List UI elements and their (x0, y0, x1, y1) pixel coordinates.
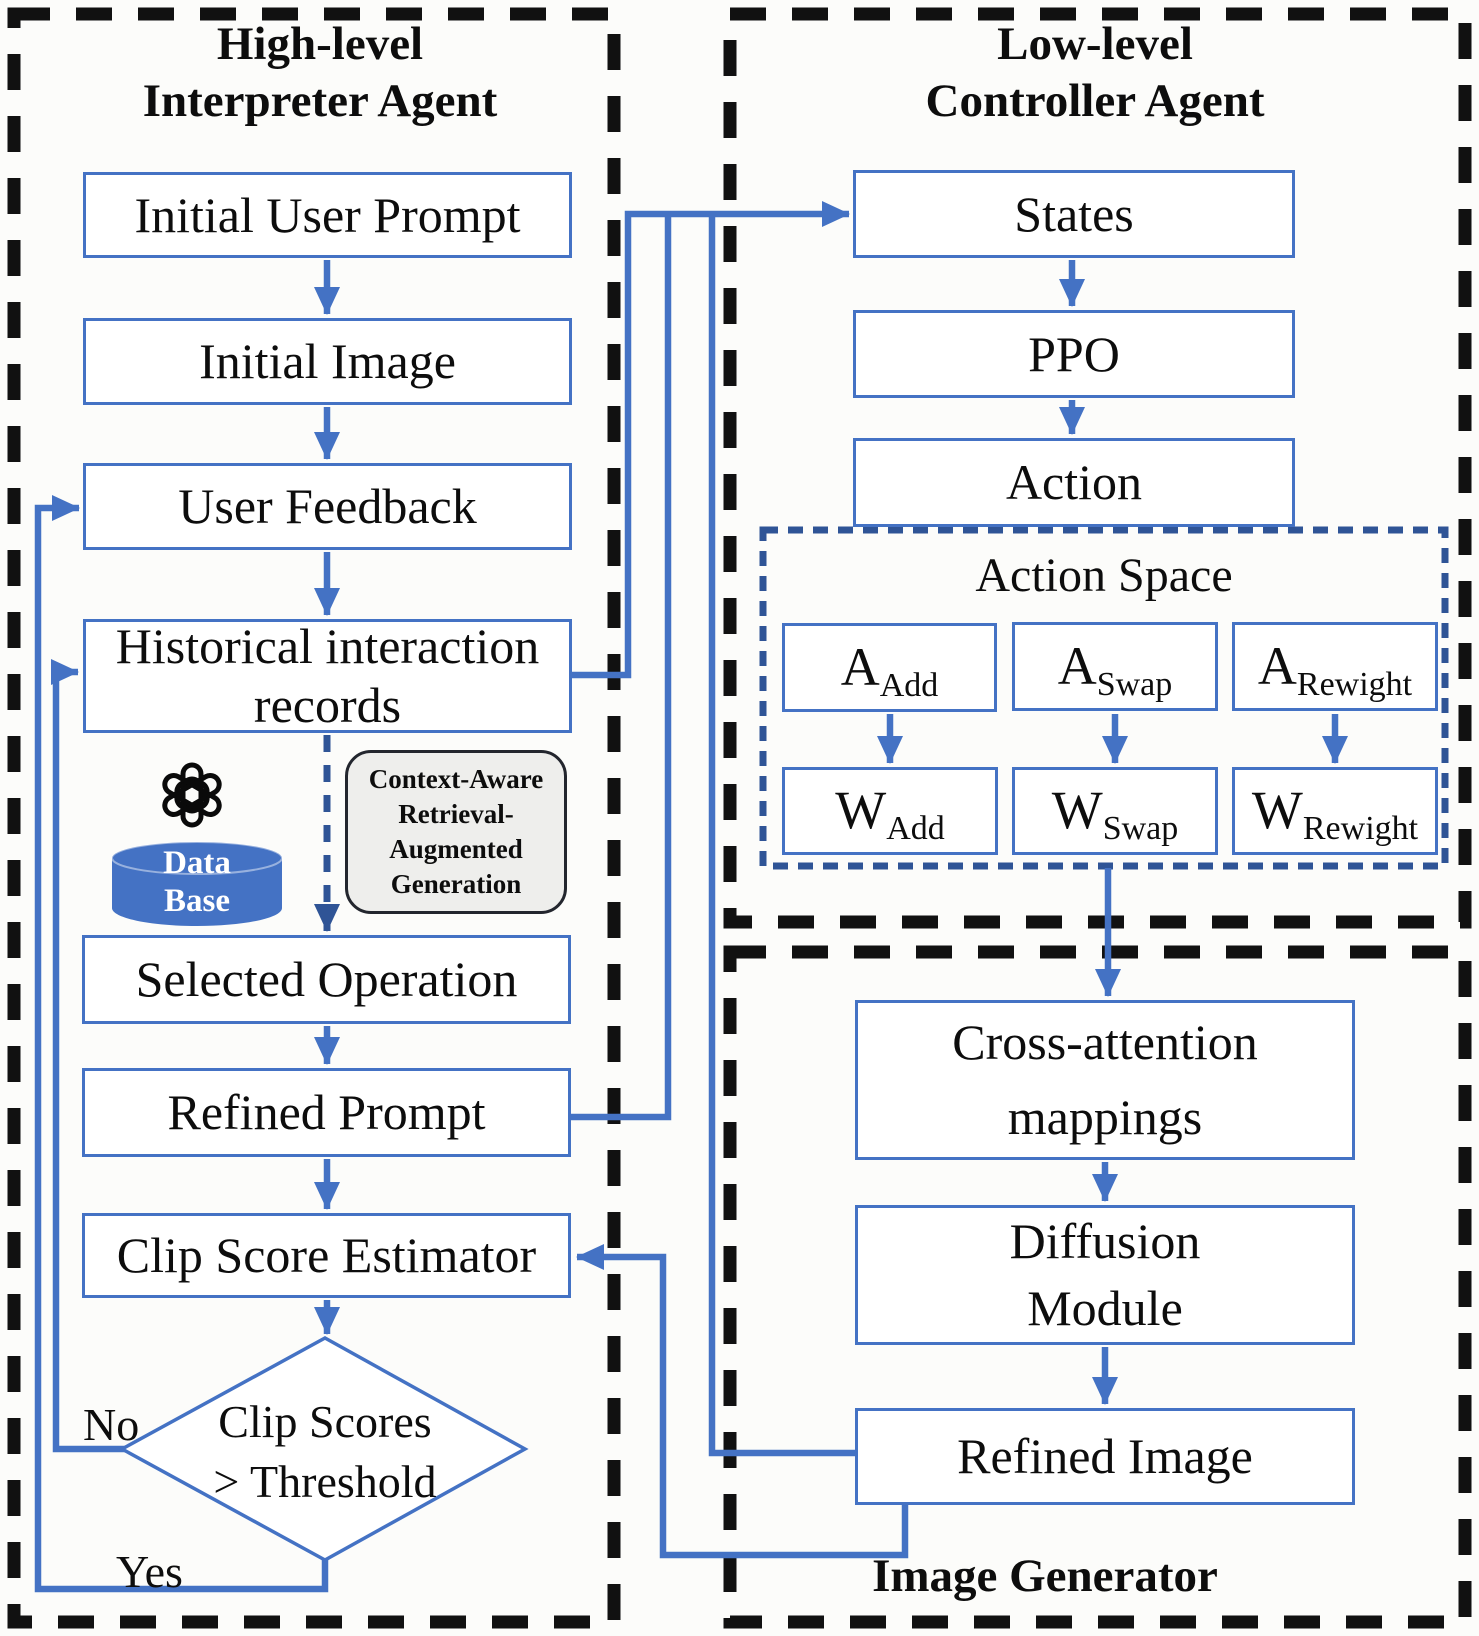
controller-title-line1: Low-level (997, 18, 1193, 70)
decision-label-line2: > Threshold (213, 1455, 437, 1507)
rag-note-line4: Generation (390, 869, 522, 900)
a-add-sub: Add (879, 666, 939, 704)
controller-panel-title: Low-level Controller Agent (745, 16, 1445, 131)
node-clip-score-estimator: Clip Score Estimator (82, 1213, 571, 1298)
node-clip-score-estimator-label: Clip Score Estimator (116, 1227, 537, 1283)
node-w-rewight: WRewight (1232, 767, 1438, 855)
node-selected-operation: Selected Operation (82, 935, 571, 1024)
w-rewight-sub: Rewight (1302, 810, 1419, 848)
node-cross-attention: Cross-attention mappings (855, 1000, 1355, 1160)
connector-historical-to-states (570, 201, 850, 679)
node-w-swap: WSwap (1012, 767, 1218, 855)
node-refined-prompt: Refined Prompt (82, 1068, 571, 1157)
generator-panel-title: Image Generator (872, 1550, 1218, 1602)
node-initial-user-prompt-label: Initial User Prompt (134, 186, 521, 243)
connector-no-loop (51, 659, 126, 1453)
a-add-main: A (840, 636, 880, 697)
node-states-label: States (1014, 185, 1134, 242)
database-label-line1: Data (163, 845, 231, 881)
node-cross-attention-line2: mappings (1007, 1089, 1203, 1145)
a-swap-sub: Swap (1096, 665, 1173, 703)
node-a-add-label: AAdd (840, 636, 939, 703)
node-action-label: Action (1005, 454, 1143, 510)
action-space-border (759, 526, 1449, 870)
w-swap-sub: Swap (1102, 810, 1179, 848)
openai-logo-icon (162, 762, 222, 828)
node-a-rewight: ARewight (1232, 622, 1438, 711)
node-action: Action (853, 438, 1295, 527)
node-w-rewight-label: WRewight (1251, 779, 1418, 846)
node-refined-image: Refined Image (855, 1408, 1355, 1505)
rag-note-line1: Context-Aware (368, 763, 544, 794)
node-user-feedback-label: User Feedback (178, 478, 477, 534)
connector-refinedimage-to-states (708, 217, 857, 1457)
w-rewight-main: W (1251, 780, 1303, 841)
decision-label: Clip Scores > Threshold (180, 1392, 470, 1512)
node-a-swap-label: ASwap (1057, 635, 1173, 702)
action-space-title: Action Space (975, 549, 1233, 602)
decision-diamond (118, 1336, 529, 1562)
a-rewight-sub: Rewight (1296, 665, 1413, 703)
interpreter-title-line1: High-level (216, 18, 424, 70)
generator-panel-border (723, 945, 1472, 1629)
node-selected-operation-label: Selected Operation (135, 951, 518, 1007)
database-icon (111, 841, 283, 926)
node-diffusion-line2: Module (1027, 1280, 1183, 1336)
node-w-add: WAdd (782, 767, 998, 855)
connector-refinedprompt-to-states (569, 217, 672, 1121)
rag-note: Context-Aware Retrieval- Augmented Gener… (345, 750, 567, 914)
connector-refinedimage-to-clip (576, 1244, 909, 1559)
node-user-feedback: User Feedback (83, 463, 572, 550)
w-add-main: W (835, 780, 887, 841)
node-diffusion-line1: Diffusion (1009, 1212, 1201, 1269)
w-swap-main: W (1051, 780, 1103, 841)
a-rewight-main: A (1257, 635, 1297, 696)
connector-yes-loop (34, 495, 329, 1593)
rag-note-line2: Retrieval- (398, 798, 514, 829)
rag-note-line3: Augmented (389, 834, 523, 864)
branch-label-no: No (83, 1399, 140, 1450)
branch-label-yes: Yes (116, 1546, 183, 1597)
node-initial-image-label: Initial Image (199, 333, 456, 389)
controller-title-line2: Controller Agent (925, 75, 1265, 128)
node-states: States (853, 170, 1295, 258)
node-initial-user-prompt: Initial User Prompt (83, 172, 572, 258)
controller-panel-border (723, 7, 1472, 929)
node-w-add-label: WAdd (835, 779, 945, 846)
node-initial-image: Initial Image (83, 318, 572, 405)
node-historical-line1: Historical interaction (115, 618, 540, 674)
interpreter-title-line2: Interpreter Agent (142, 75, 498, 128)
node-cross-attention-line1: Cross-attention (952, 1014, 1258, 1070)
a-swap-main: A (1057, 635, 1097, 696)
decision-label-line1: Clip Scores (218, 1396, 432, 1447)
node-refined-image-label: Refined Image (957, 1428, 1253, 1484)
node-ppo-label: PPO (1028, 325, 1120, 382)
interpreter-panel-title: High-level Interpreter Agent (40, 16, 600, 131)
node-w-swap-label: WSwap (1051, 779, 1179, 846)
node-historical-line2: records (253, 677, 402, 733)
node-refined-prompt-label: Refined Prompt (167, 1084, 486, 1140)
node-ppo: PPO (853, 310, 1295, 398)
interpreter-panel-border (7, 7, 621, 1629)
node-historical-records: Historical interaction records (83, 618, 572, 733)
database-label-line2: Base (164, 882, 230, 919)
database-label: Data Base (112, 845, 282, 921)
node-a-rewight-label: ARewight (1257, 635, 1412, 702)
w-add-sub: Add (886, 810, 945, 848)
node-a-add: AAdd (782, 623, 997, 712)
node-a-swap: ASwap (1012, 622, 1218, 711)
node-diffusion-module: Diffusion Module (855, 1205, 1355, 1345)
